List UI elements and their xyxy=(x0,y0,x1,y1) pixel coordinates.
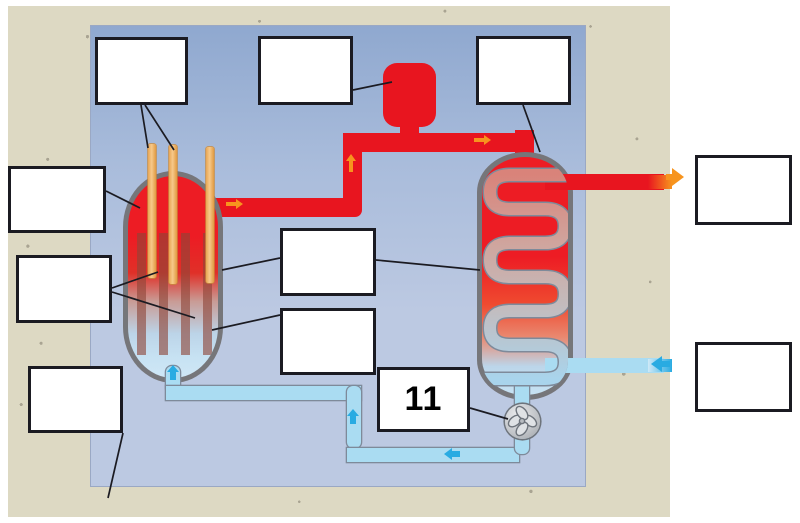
pressurizer-surge-line xyxy=(400,113,419,139)
fuel-rod xyxy=(137,233,146,355)
label-box-number-eleven[interactable]: 11 xyxy=(377,367,470,432)
hot-leg-upper-horizontal xyxy=(343,133,531,152)
cold-leg-horizontal-lower xyxy=(347,448,519,462)
label-box-center-upper[interactable] xyxy=(280,228,376,296)
control-rod xyxy=(206,147,214,283)
label-box-top-center[interactable] xyxy=(258,36,353,105)
label-box-left-upper[interactable] xyxy=(8,166,106,233)
feedwater-inlet-pipe xyxy=(545,358,664,373)
cold-leg-horizontal-upper xyxy=(166,386,361,400)
control-rod xyxy=(148,144,156,278)
hot-leg-corner-upper xyxy=(343,133,362,152)
label-box-center-lower[interactable] xyxy=(280,308,376,375)
coolant-pump xyxy=(505,404,540,439)
control-rod xyxy=(169,145,177,284)
fuel-rod xyxy=(203,233,212,355)
fuel-rod xyxy=(159,233,168,355)
hot-leg-lower-horizontal xyxy=(205,198,350,217)
fuel-rod xyxy=(181,233,190,355)
cold-leg-riser xyxy=(347,386,361,448)
label-box-right-lower[interactable] xyxy=(695,342,792,412)
label-box-right-upper[interactable] xyxy=(695,155,792,225)
label-box-top-right[interactable] xyxy=(476,36,571,105)
label-box-left-lower[interactable] xyxy=(28,366,123,433)
label-box-top-left[interactable] xyxy=(95,37,188,105)
steam-outlet-pipe xyxy=(545,174,664,190)
label-box-left-middle[interactable] xyxy=(16,255,112,323)
